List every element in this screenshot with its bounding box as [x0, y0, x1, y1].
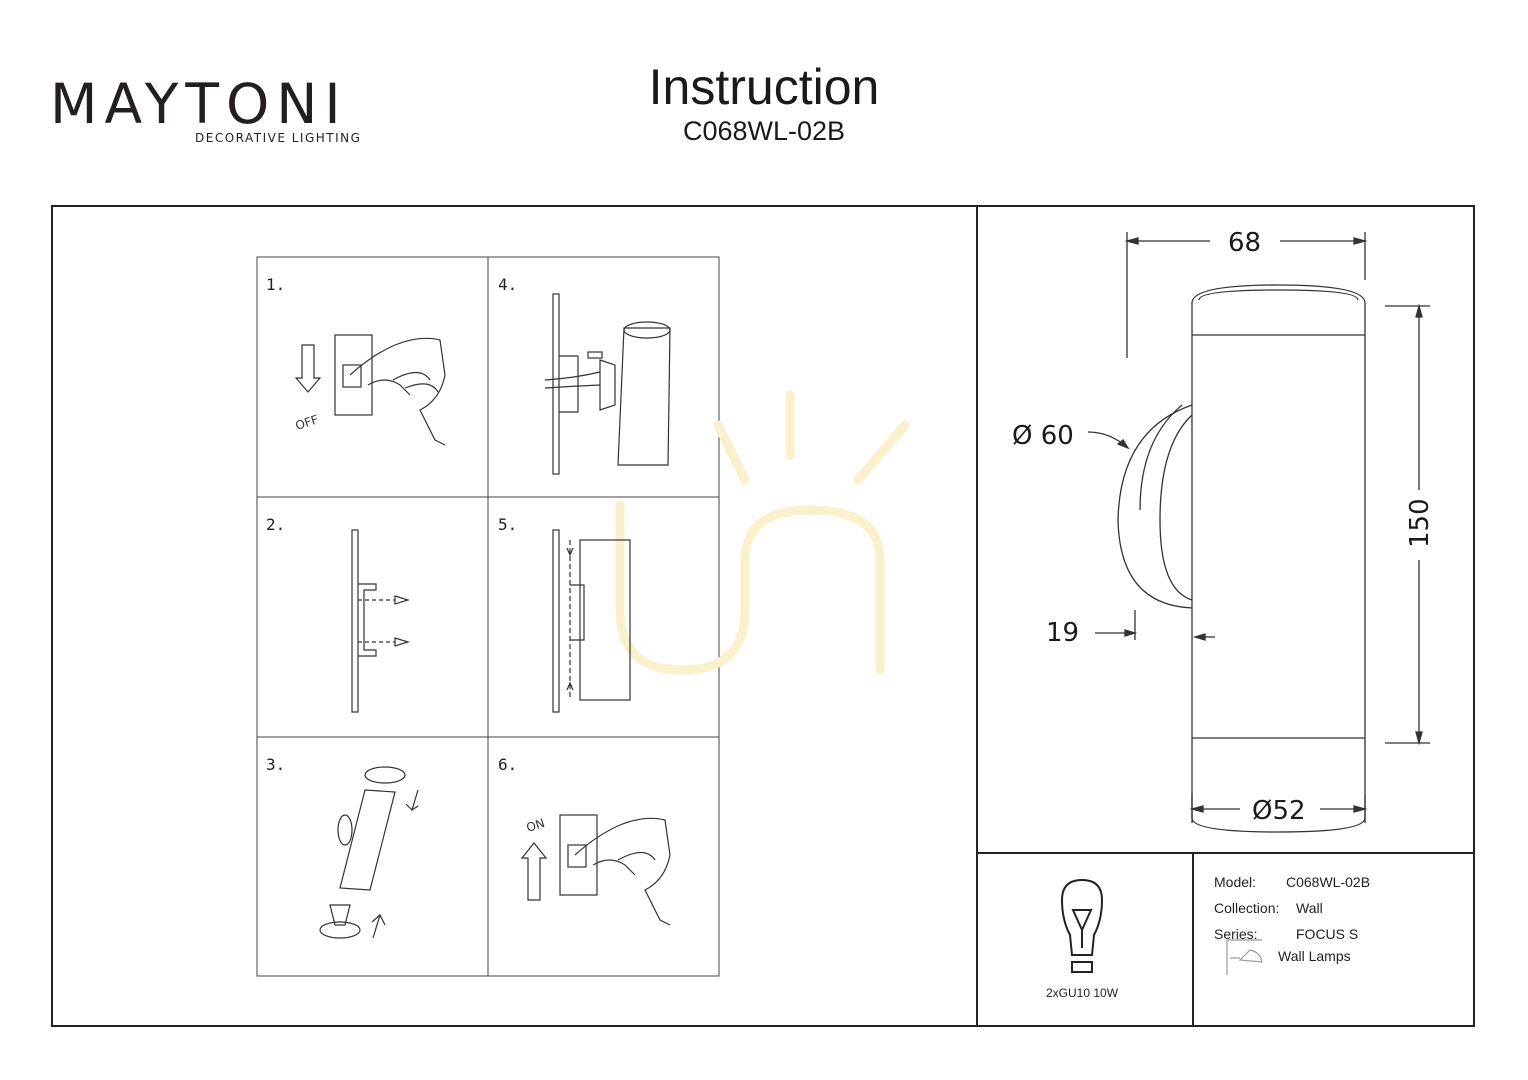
bulb-icon	[1060, 878, 1104, 973]
dimension-depth: 19	[1046, 618, 1080, 648]
instruction-frame	[51, 205, 1475, 1027]
step-6-number: 6.	[498, 755, 518, 774]
steps-grid	[256, 256, 720, 977]
dimension-drawing	[1087, 232, 1430, 833]
dimension-base-diameter: Ø 60	[1012, 421, 1074, 451]
step-2-illustration	[351, 529, 411, 713]
brand-name: MAYTONI	[50, 72, 348, 136]
dimension-height: 150	[1405, 498, 1435, 548]
step-4-illustration	[544, 293, 671, 475]
page-title: Instruction	[648, 59, 880, 115]
svg-text:ON: ON	[525, 816, 547, 835]
wall-lamp-icon	[1226, 939, 1263, 975]
step-1-illustration: OFF	[294, 334, 446, 446]
dimension-body-diameter: Ø52	[1252, 796, 1306, 826]
category-value: Wall Lamps	[1278, 948, 1351, 964]
model-value: C068WL-02B	[1286, 874, 1371, 890]
step-1-number: 1.	[266, 275, 286, 294]
collection-label: Collection:	[1214, 900, 1280, 916]
step-5-number: 5.	[498, 515, 518, 534]
watermark-logo	[615, 390, 910, 675]
brand-logo: MAYTONI DECORATIVE LIGHTING	[50, 62, 370, 152]
step-6-illustration: ON	[520, 814, 671, 926]
step-4-number: 4.	[498, 275, 518, 294]
model-label: Model:	[1214, 874, 1257, 890]
step-2-number: 2.	[266, 515, 286, 534]
frame-dividers	[976, 206, 1475, 1026]
lamp-spec: 2xGU10 10W	[1046, 986, 1119, 1000]
step-3-number: 3.	[266, 755, 286, 774]
step-3-illustration	[319, 766, 419, 939]
step-5-illustration	[552, 529, 631, 713]
brand-tagline: DECORATIVE LIGHTING	[195, 131, 362, 145]
series-value: FOCUS S	[1296, 926, 1359, 942]
series-label: Series:	[1214, 926, 1258, 942]
collection-value: Wall	[1296, 900, 1323, 916]
page-model-number: C068WL-02B	[682, 116, 846, 146]
svg-text:OFF: OFF	[294, 412, 321, 433]
dimension-width: 68	[1228, 228, 1262, 258]
